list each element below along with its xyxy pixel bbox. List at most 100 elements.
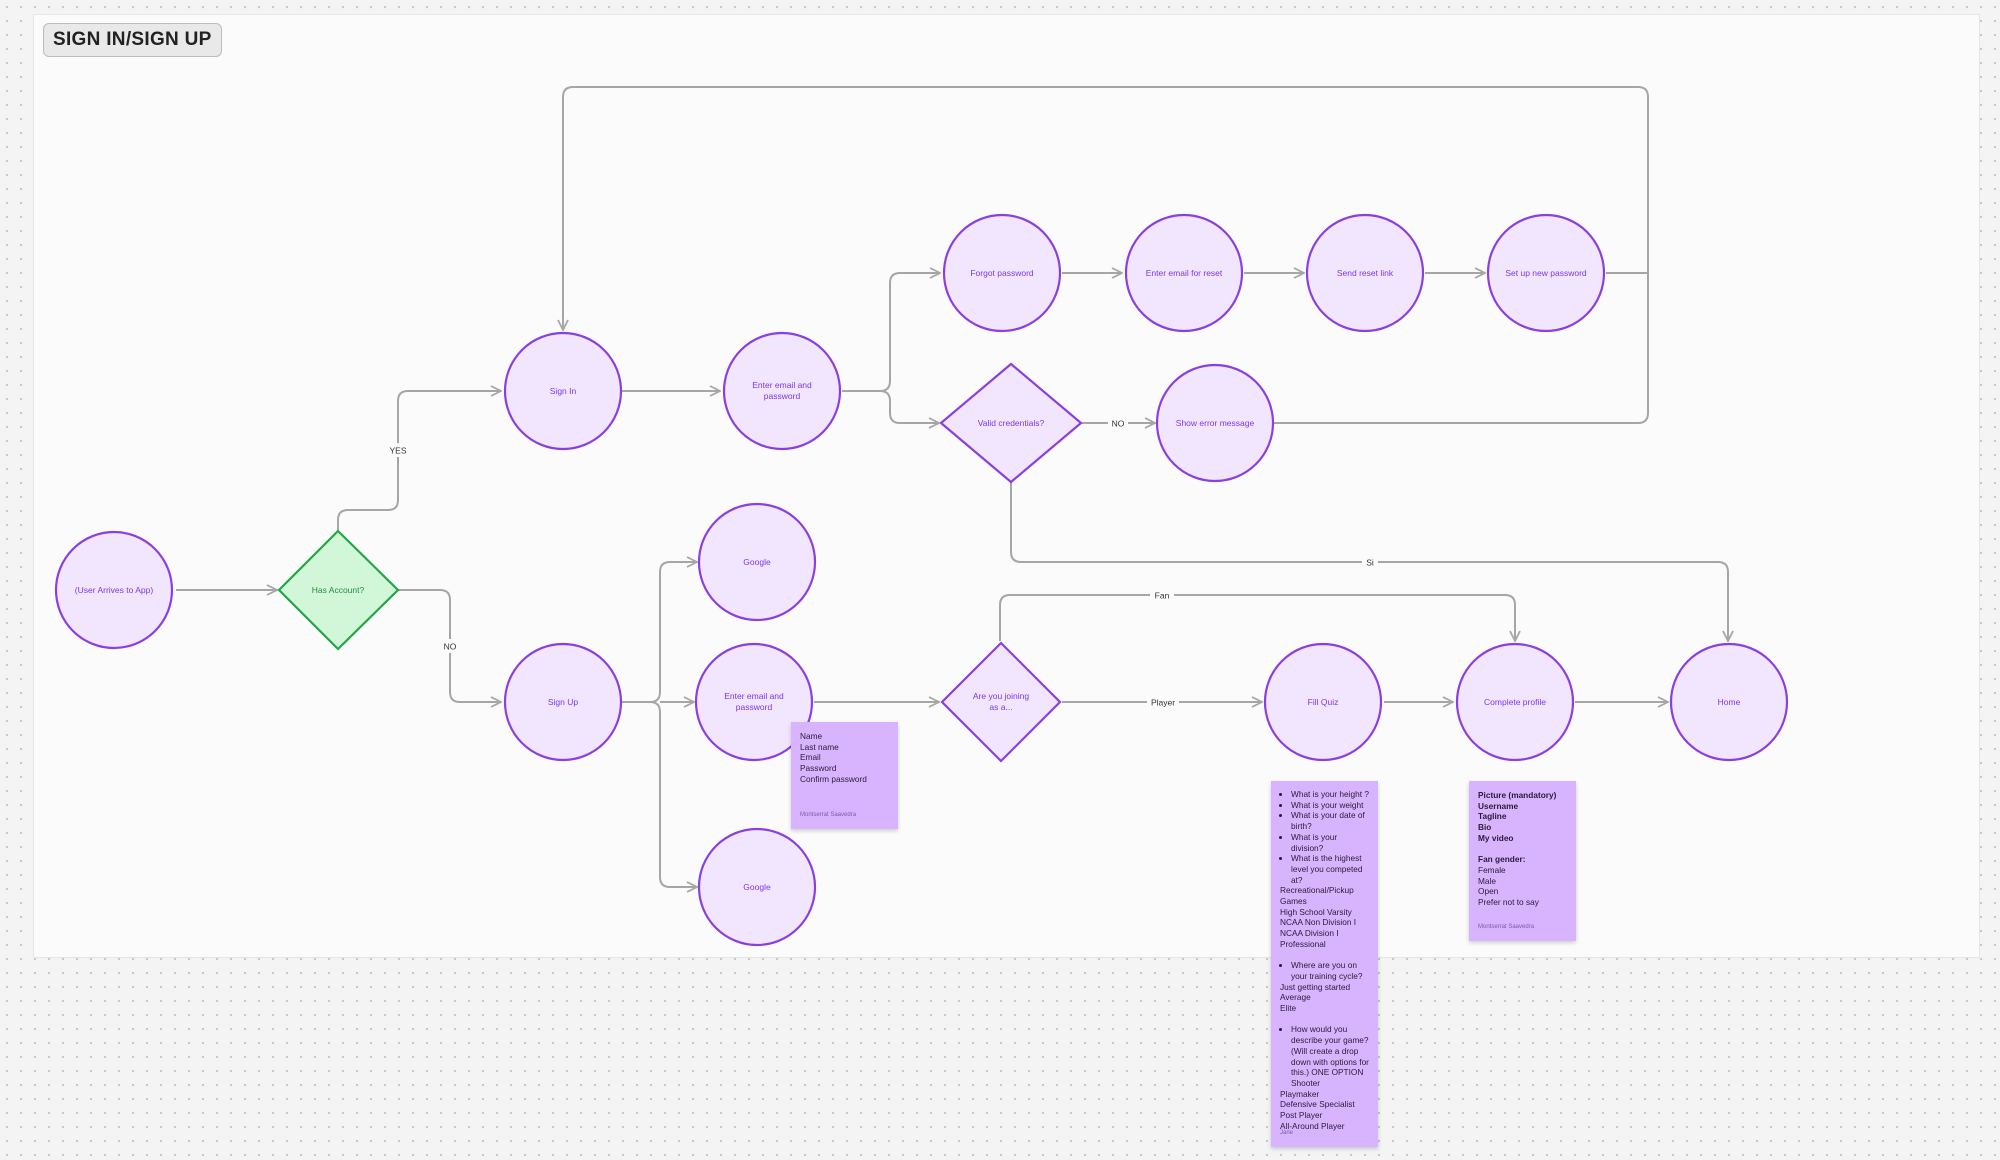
quiz-question: What is your date of birth? bbox=[1291, 810, 1369, 831]
profile-gender-option: Prefer not to say bbox=[1478, 897, 1539, 908]
profile-field: Picture (mandatory) bbox=[1478, 790, 1557, 800]
profile-gender-option: Male bbox=[1478, 875, 1496, 886]
node-label-line-2: password bbox=[736, 702, 773, 712]
quiz-option: Just getting started bbox=[1280, 981, 1351, 992]
quiz-option: NCAA Non Division I bbox=[1280, 917, 1357, 928]
quiz-option: All-Around Player bbox=[1280, 1120, 1345, 1131]
connector-sign-up-branch-bottom[interactable] bbox=[649, 701, 697, 887]
connector-new-password-to-sign-in[interactable] bbox=[563, 86, 1649, 330]
node-label-line-2: as a... bbox=[989, 702, 1012, 712]
profile-field: My video bbox=[1478, 832, 1514, 843]
edge-label-player: Player bbox=[1151, 698, 1175, 708]
node-label: Fill Quiz bbox=[1308, 697, 1339, 707]
profile-field: Bio bbox=[1478, 822, 1492, 833]
quiz-option: Playmaker bbox=[1280, 1088, 1320, 1099]
node-sign-up[interactable]: Sign Up bbox=[503, 642, 623, 762]
node-label-line-1: Enter email and bbox=[752, 380, 812, 390]
decision-has-account[interactable]: Has Account? bbox=[277, 529, 400, 651]
note-author: Montserrat Saavedra bbox=[800, 812, 857, 819]
quiz-question: What is your division? bbox=[1291, 832, 1369, 853]
note-line: Last name bbox=[800, 741, 839, 752]
quiz-question: Where are you on your training cycle? bbox=[1291, 960, 1369, 981]
node-label-line-2: password bbox=[764, 391, 801, 401]
node-label: (User Arrives to App) bbox=[75, 585, 154, 595]
sticky-note-quiz-questions[interactable]: What is your height ? What is your weigh… bbox=[1271, 781, 1378, 1147]
node-label: Has Account? bbox=[312, 585, 365, 595]
node-set-new-password[interactable]: Set up new password bbox=[1486, 213, 1606, 333]
edge-labels: YES NO NO Si Fan Player bbox=[386, 416, 1378, 709]
quiz-question: What is your weight bbox=[1291, 800, 1369, 811]
node-enter-email-signup[interactable]: Enter email and password bbox=[694, 642, 814, 762]
connector-enter-email-to-forgot[interactable] bbox=[842, 273, 940, 392]
node-label: Sign Up bbox=[548, 697, 579, 707]
profile-field: Tagline bbox=[1478, 811, 1507, 822]
quiz-question-list-2: Where are you on your training cycle? bbox=[1280, 960, 1369, 981]
note-line: Password bbox=[800, 763, 837, 774]
edge-label-no-valid: NO bbox=[1112, 419, 1125, 429]
connectors bbox=[176, 86, 1728, 887]
node-sign-in[interactable]: Sign In bbox=[503, 331, 623, 451]
node-google-bottom[interactable]: Google bbox=[697, 827, 817, 947]
node-label: Forgot password bbox=[970, 268, 1034, 278]
decision-joining-as[interactable]: Are you joining as a... bbox=[940, 641, 1062, 763]
quiz-option: Average bbox=[1280, 992, 1311, 1003]
quiz-option: Post Player bbox=[1280, 1110, 1323, 1121]
profile-field: Username bbox=[1478, 800, 1519, 811]
quiz-question: How would you describe your game? (Will … bbox=[1291, 1024, 1369, 1088]
note-author: Jane bbox=[1280, 1130, 1294, 1137]
connector-sign-up-branch-top[interactable] bbox=[622, 562, 697, 703]
sign-in-sign-up-section bbox=[33, 14, 1980, 958]
node-user-arrives[interactable]: (User Arrives to App) bbox=[54, 530, 174, 650]
quiz-option: Defensive Specialist bbox=[1280, 1099, 1355, 1110]
quiz-question: What is the highest level you competed a… bbox=[1291, 853, 1369, 885]
note-line: Name bbox=[800, 731, 823, 741]
node-enter-email-signin[interactable]: Enter email and password bbox=[722, 331, 842, 451]
node-label: Show error message bbox=[1176, 418, 1255, 428]
profile-gender-option: Open bbox=[1478, 886, 1499, 897]
sticky-note-signup-fields[interactable]: Name Last name Email Password Confirm pa… bbox=[791, 722, 898, 829]
edge-label-yes: YES bbox=[389, 446, 406, 456]
node-home[interactable]: Home bbox=[1669, 642, 1789, 762]
edge-label-si: Si bbox=[1366, 558, 1374, 568]
sticky-note-profile-fields[interactable]: Picture (mandatory) Username Tagline Bio… bbox=[1469, 781, 1576, 941]
node-label: Complete profile bbox=[1484, 697, 1546, 707]
connector-enter-email-to-valid[interactable] bbox=[879, 390, 939, 423]
node-show-error[interactable]: Show error message bbox=[1155, 363, 1275, 483]
node-label: Valid credentials? bbox=[978, 418, 1045, 428]
profile-gender-option: Female bbox=[1478, 864, 1506, 875]
node-complete-profile[interactable]: Complete profile bbox=[1455, 642, 1575, 762]
profile-gender-heading: Fan gender: bbox=[1478, 854, 1526, 865]
node-send-reset-link[interactable]: Send reset link bbox=[1305, 213, 1425, 333]
note-line: Confirm password bbox=[800, 773, 867, 784]
quiz-question: What is your height ? bbox=[1291, 789, 1369, 800]
decision-valid-credentials[interactable]: Valid credentials? bbox=[939, 362, 1083, 484]
note-author: Montserrat Saavedra bbox=[1478, 924, 1535, 931]
node-label: Home bbox=[1718, 697, 1741, 707]
note-line: Email bbox=[800, 752, 821, 763]
node-google-top[interactable]: Google bbox=[697, 502, 817, 622]
quiz-question-list-1: What is your height ? What is your weigh… bbox=[1280, 789, 1369, 885]
connector-has-account-yes-to-sign-in[interactable] bbox=[337, 391, 501, 530]
edge-label-no: NO bbox=[444, 642, 457, 652]
node-label-line-1: Enter email and bbox=[724, 691, 784, 701]
node-enter-email-reset[interactable]: Enter email for reset bbox=[1124, 213, 1244, 333]
quiz-option: Recreational/Pickup Games bbox=[1280, 885, 1354, 907]
node-label: Set up new password bbox=[1505, 268, 1587, 278]
quiz-option: Elite bbox=[1280, 1003, 1297, 1014]
section-title[interactable]: SIGN IN/SIGN UP bbox=[43, 23, 222, 57]
quiz-option: High School Varsity bbox=[1280, 906, 1352, 917]
quiz-question-list-3: How would you describe your game? (Will … bbox=[1280, 1024, 1369, 1088]
node-forgot-password[interactable]: Forgot password bbox=[942, 213, 1062, 333]
node-label: Sign In bbox=[550, 386, 577, 396]
node-label-line-1: Are you joining bbox=[973, 691, 1030, 701]
quiz-option: NCAA Division I bbox=[1280, 928, 1339, 939]
node-label: Google bbox=[743, 557, 771, 567]
node-label: Send reset link bbox=[1337, 268, 1394, 278]
node-label: Enter email for reset bbox=[1146, 268, 1223, 278]
node-fill-quiz[interactable]: Fill Quiz bbox=[1263, 642, 1383, 762]
connector-joining-fan-to-profile[interactable] bbox=[999, 594, 1515, 641]
edge-label-fan: Fan bbox=[1155, 591, 1170, 601]
connector-error-to-sign-in-loop[interactable] bbox=[1274, 273, 1649, 424]
node-label: Google bbox=[743, 882, 771, 892]
